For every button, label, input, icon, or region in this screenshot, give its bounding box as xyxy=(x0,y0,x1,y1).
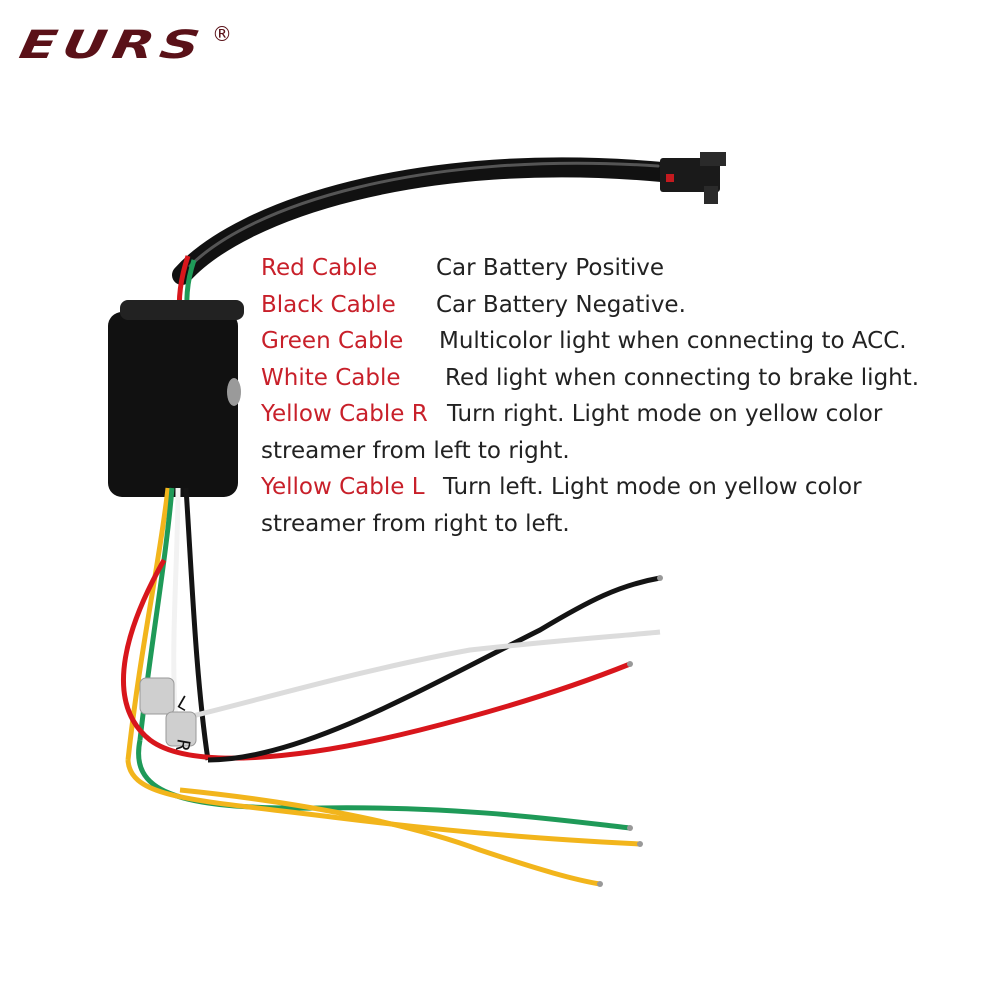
legend-desc-yellow-r-continued: streamer from left to right. xyxy=(261,437,570,464)
wire-tip-yellow-l xyxy=(597,881,603,887)
wire-tag-left xyxy=(139,677,175,715)
legend-label-red: Red Cable xyxy=(261,255,378,281)
legend-row-yellow-r: Yellow Cable R Turn right. Light mode on… xyxy=(261,396,961,433)
wire-tip-yellow-r xyxy=(637,841,643,847)
legend-label-white: White Cable xyxy=(261,364,401,391)
wire-green xyxy=(136,739,631,831)
wire-white xyxy=(175,629,661,723)
legend-label-yellow-l: Yellow Cable L xyxy=(261,474,425,500)
legend-row-black: Black Cable Car Battery Negative. xyxy=(261,287,961,324)
legend-row-green: Green Cable Multicolor light when connec… xyxy=(261,323,961,360)
brand-logo: EURS xyxy=(16,22,210,68)
cable-legend: Red Cable Car Battery Positive Black Cab… xyxy=(261,250,961,542)
wire-tag-right-label: R xyxy=(171,737,194,753)
legend-label-green: Green Cable xyxy=(261,328,404,354)
legend-desc-black: Car Battery Negative. xyxy=(436,291,686,318)
wire-red xyxy=(121,558,631,761)
wire-yellow-l xyxy=(179,787,601,887)
registered-mark: ® xyxy=(212,22,232,46)
legend-label-black: Black Cable xyxy=(261,291,396,318)
wire-tag-right xyxy=(165,711,197,747)
wire-black-bundle xyxy=(183,487,211,761)
legend-desc-yellow-r: Turn right. Light mode on yellow color xyxy=(447,401,883,427)
legend-desc-green: Multicolor light when connecting to ACC. xyxy=(439,328,907,354)
wire-black xyxy=(207,575,661,763)
legend-desc-yellow-l: Turn left. Light mode on yellow color xyxy=(443,474,862,500)
wire-yellow-r xyxy=(125,759,641,847)
legend-desc-yellow-l-continued: streamer from right to left. xyxy=(261,510,570,537)
legend-desc-red: Car Battery Positive xyxy=(436,255,665,281)
connector-plug xyxy=(660,152,726,204)
legend-label-yellow-r: Yellow Cable R xyxy=(261,401,428,427)
legend-desc-white: Red light when connecting to brake light… xyxy=(445,364,920,391)
main-cable-highlight xyxy=(188,161,660,268)
legend-row-yellow-l: Yellow Cable L Turn left. Light mode on … xyxy=(261,469,961,506)
control-box xyxy=(108,300,244,497)
wire-tip-black xyxy=(657,575,663,581)
wire-tip-red xyxy=(627,661,633,667)
wire-tip-green xyxy=(627,825,633,831)
legend-row-white: White Cable Red light when connecting to… xyxy=(261,360,961,397)
legend-row-red: Red Cable Car Battery Positive xyxy=(261,250,961,287)
